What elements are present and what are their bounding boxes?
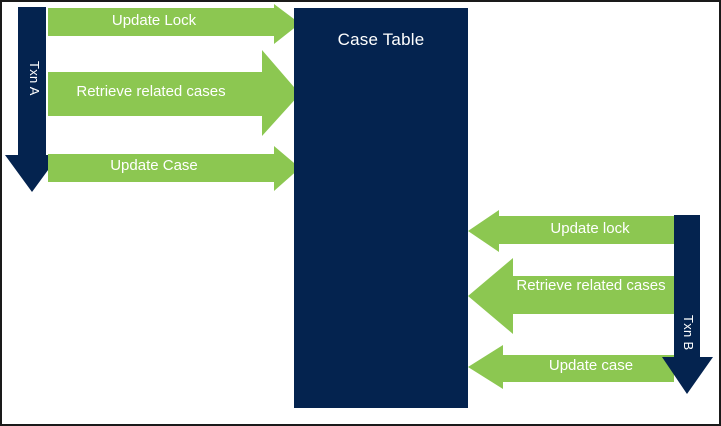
flow-b-update-case-label: Update case bbox=[548, 357, 634, 374]
flow-b-update-case: Update case bbox=[468, 342, 674, 392]
flow-a-update-case: Update Case bbox=[48, 144, 300, 194]
flow-a-update-lock-label: Update Lock bbox=[111, 12, 197, 29]
txn-a-arrow: Txn A bbox=[5, 7, 61, 193]
flow-a-update-case-shape bbox=[48, 146, 300, 191]
txn-a-label: Txn A bbox=[27, 61, 42, 96]
case-table-label: Case Table bbox=[337, 30, 425, 49]
txn-b-arrow: Txn B bbox=[662, 215, 718, 395]
flow-a-retrieve-related-cases-label: Retrieve related cases bbox=[76, 83, 226, 100]
txn-b-label: Txn B bbox=[681, 315, 696, 351]
flow-a-retrieve-related-cases-shape bbox=[48, 50, 300, 136]
txn-b-arrow-shape bbox=[662, 215, 713, 394]
flow-b-retrieve-related-cases: Retrieve related cases bbox=[468, 258, 674, 336]
flow-a-update-lock: Update Lock bbox=[48, 4, 300, 46]
flow-b-update-lock-shape bbox=[468, 210, 674, 252]
flow-a-update-case-label: Update Case bbox=[110, 157, 198, 174]
flow-b-update-lock: Update lock bbox=[468, 210, 674, 254]
txn-a-arrow-shape bbox=[5, 7, 59, 192]
flow-b-retrieve-related-cases-label: Retrieve related cases bbox=[516, 277, 666, 294]
flow-b-retrieve-related-cases-shape bbox=[468, 258, 674, 334]
flow-b-update-case-shape bbox=[468, 345, 674, 389]
flow-a-update-lock-shape bbox=[48, 4, 300, 44]
case-table-box: Case Table bbox=[294, 8, 468, 408]
flow-a-retrieve-related-cases: Retrieve related cases bbox=[48, 50, 300, 138]
flow-b-update-lock-label: Update lock bbox=[550, 220, 630, 237]
